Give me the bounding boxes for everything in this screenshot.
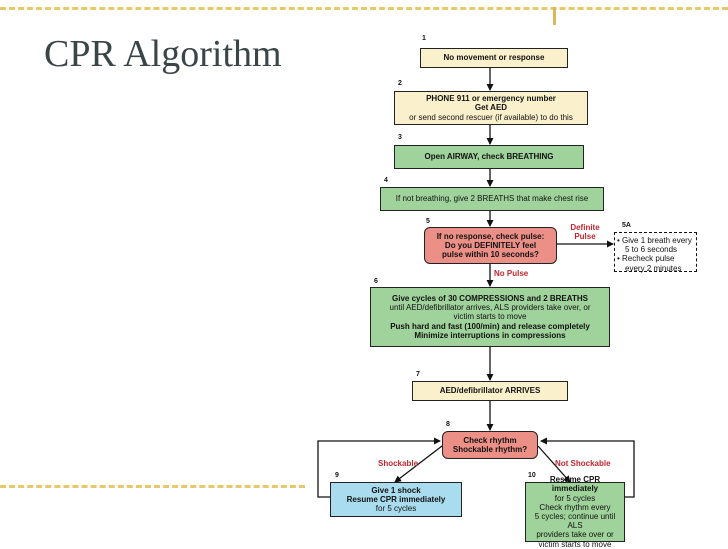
step-7-text: AED/defibrillator ARRIVES xyxy=(439,386,541,396)
step-6-box: Give cycles of 30 COMPRESSIONS and 2 BRE… xyxy=(370,287,610,347)
step-9-number: 9 xyxy=(335,472,339,479)
step-6-line-1: Give cycles of 30 COMPRESSIONS and 2 BRE… xyxy=(392,294,588,304)
step-10-line-1: Resume CPR immediately xyxy=(549,475,601,494)
top-accent-bar xyxy=(553,7,556,25)
step-7-box: AED/defibrillator ARRIVES xyxy=(412,381,568,401)
step-9-line-1: Give 1 shock xyxy=(371,485,421,495)
step-5-box: If no response, check pulse: Do you DEFI… xyxy=(424,227,557,264)
step-10-number: 10 xyxy=(528,472,536,479)
step-9-box: Give 1 shock Resume CPR immediately for … xyxy=(330,482,462,517)
step-2-line-3: or send second rescuer (if available) to… xyxy=(409,112,573,122)
step-5a-box xyxy=(614,232,697,272)
step-4-text: If not breathing, give 2 BREATHS that ma… xyxy=(395,194,589,204)
definite-pulse-line-2: Pulse xyxy=(574,231,596,241)
step-3-box: Open AIRWAY, check BREATHING xyxy=(394,145,584,169)
step-5-line-3: pulse within 10 seconds? xyxy=(442,250,539,260)
step-2-number: 2 xyxy=(398,80,402,87)
definite-pulse-line-1: Definite xyxy=(570,223,600,232)
step-4-number: 4 xyxy=(384,177,388,184)
step-10-box: Resume CPR immediately for 5 cycles Chec… xyxy=(525,475,625,549)
step-7-number: 7 xyxy=(416,371,420,378)
step-8-box: Check rhythm Shockable rhythm? xyxy=(442,431,538,459)
step-10-line-4: 5 cycles; continue until ALS xyxy=(534,512,616,531)
slide-title: CPR Algorithm xyxy=(44,33,282,75)
step-6-line-3: victim starts to move xyxy=(453,312,527,322)
shockable-label: Shockable xyxy=(378,459,419,468)
step-1-number: 1 xyxy=(422,35,426,42)
not-shockable-label: Not Shockable xyxy=(555,459,611,468)
step-4-box: If not breathing, give 2 BREATHS that ma… xyxy=(380,187,604,211)
step-10-line-6: victim starts to move xyxy=(538,539,612,549)
step-2-box: PHONE 911 or emergency number Get AED or… xyxy=(394,91,588,125)
step-10-line-3: Check rhythm every xyxy=(539,502,611,512)
step-2-line-2: Get AED xyxy=(474,103,508,113)
no-pulse-label: No Pulse xyxy=(494,269,529,278)
step-9-line-3: for 5 cycles xyxy=(375,504,417,514)
step-1-box: No movement or response xyxy=(420,48,568,68)
step-5a-bullet-2: • Recheck pulse every 2 minutes xyxy=(617,254,682,273)
step-2-line-1: PHONE 911 or emergency number xyxy=(426,94,556,104)
step-5-number: 5 xyxy=(426,218,430,225)
step-5a-number: 5A xyxy=(622,222,631,229)
step-5a-text: • Give 1 breath every 5 to 6 seconds • R… xyxy=(617,236,695,273)
step-8-number: 8 xyxy=(446,421,450,428)
step-3-number: 3 xyxy=(398,134,402,141)
step-6-line-5: Minimize interruptions in compressions xyxy=(414,330,566,340)
step-6-line-2: until AED/defibrillator arrives, ALS pro… xyxy=(389,303,591,313)
step-6-line-4: Push hard and fast (100/min) and release… xyxy=(390,321,590,331)
top-dashed-rule xyxy=(0,7,728,10)
step-8-line-1: Check rhythm xyxy=(463,435,517,445)
step-8-line-2: Shockable rhythm? xyxy=(452,445,528,454)
step-10-line-5: providers take over or xyxy=(536,530,614,540)
bottom-dashed-rule xyxy=(0,485,305,488)
step-5-line-1: If no response, check pulse: xyxy=(436,231,545,241)
step-9-line-2: Resume CPR immediately xyxy=(346,494,446,504)
step-5a-bullet-1: • Give 1 breath every 5 to 6 seconds xyxy=(617,236,692,255)
definite-pulse-label: Definite Pulse xyxy=(565,223,605,242)
step-10-line-2: for 5 cycles xyxy=(554,493,596,503)
step-3-text: Open AIRWAY, check BREATHING xyxy=(424,152,554,162)
step-5-line-2: Do you DEFINITELY feel xyxy=(444,240,537,250)
step-1-text: No movement or response xyxy=(443,53,545,63)
step-6-number: 6 xyxy=(374,278,378,285)
